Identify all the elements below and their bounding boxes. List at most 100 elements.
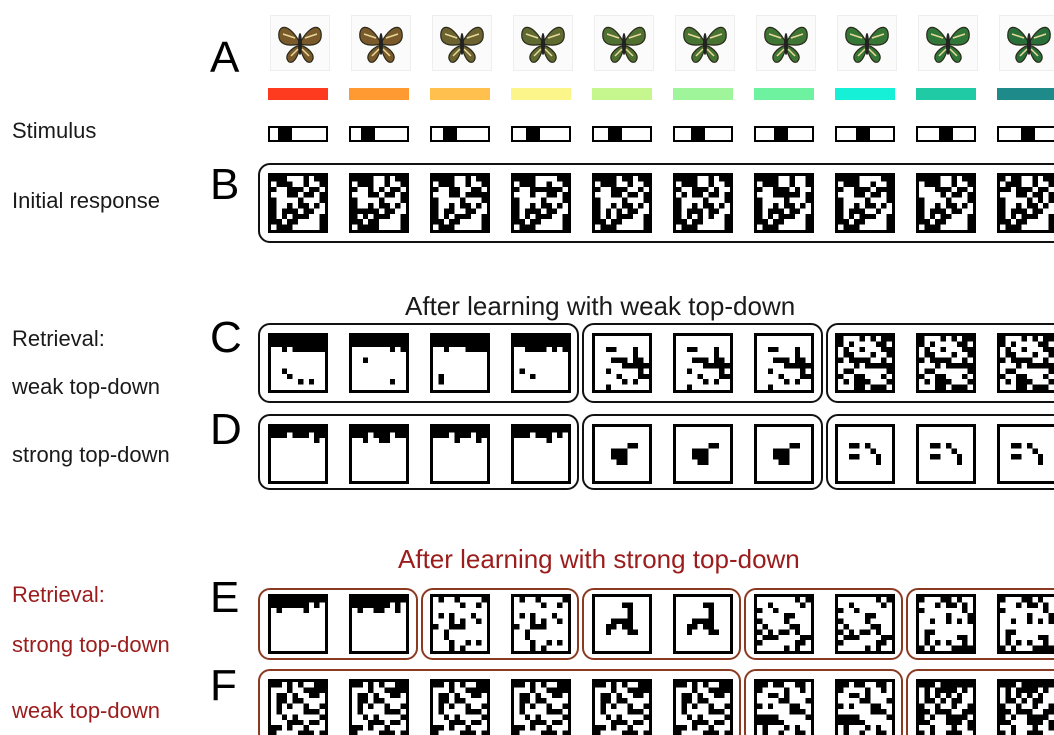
panel-letter-b: B <box>210 160 240 209</box>
stimulus-block <box>278 128 292 140</box>
color-swatch <box>916 88 976 100</box>
activity-pattern-strong-learn-weak <box>916 679 976 735</box>
pattern-group-box <box>258 588 418 660</box>
activity-pattern-strong-learn-weak <box>430 679 490 735</box>
pattern-group-box <box>258 163 1054 243</box>
stimulus-bar <box>592 126 652 142</box>
pattern-group-box <box>258 323 579 403</box>
pattern-group-box <box>582 323 823 403</box>
heading-weak-learning: After learning with weak top-down <box>405 291 796 321</box>
label-retrieval-1: Retrieval: <box>12 326 105 351</box>
activity-pattern-strong-learn-weak <box>673 679 733 735</box>
activity-pattern-strong-learn-strong <box>349 594 409 654</box>
stimulus-block <box>1021 128 1036 140</box>
activity-pattern-strong-learn-weak <box>835 679 895 735</box>
activity-pattern-strong-retrieval <box>754 424 814 484</box>
stimulus-block <box>773 128 788 140</box>
butterfly-image <box>999 15 1054 71</box>
pattern-group-box <box>744 669 903 735</box>
activity-pattern-initial <box>997 173 1054 233</box>
activity-pattern-initial <box>835 173 895 233</box>
activity-pattern-strong-retrieval <box>268 424 328 484</box>
activity-pattern-strong-learn-strong <box>916 594 976 654</box>
stimulus-block <box>608 128 623 140</box>
activity-pattern-strong-learn-weak <box>268 679 328 735</box>
activity-pattern-initial <box>673 173 733 233</box>
butterfly-image <box>918 15 978 71</box>
activity-pattern-strong-learn-strong <box>592 594 652 654</box>
activity-pattern-strong-learn-weak <box>349 679 409 735</box>
pattern-group-box <box>258 669 741 735</box>
activity-pattern-strong-learn-weak <box>592 679 652 735</box>
label-retrieval-2: Retrieval: <box>12 582 105 607</box>
stimulus-bar <box>916 126 976 142</box>
activity-pattern-weak-retrieval <box>268 333 328 393</box>
activity-pattern-initial <box>754 173 814 233</box>
color-swatch <box>430 88 490 100</box>
label-stimulus: Stimulus <box>12 118 97 143</box>
pattern-group-box <box>906 669 1054 735</box>
activity-pattern-strong-retrieval <box>673 424 733 484</box>
pattern-group-box <box>826 323 1054 403</box>
activity-pattern-initial <box>349 173 409 233</box>
label-weak-topdown-2: weak top-down <box>12 698 160 723</box>
activity-pattern-strong-learn-strong <box>997 594 1054 654</box>
panel-letter-f: F <box>210 661 237 710</box>
activity-pattern-strong-learn-strong <box>835 594 895 654</box>
butterfly-image <box>513 15 573 71</box>
color-swatch <box>754 88 814 100</box>
stimulus-block <box>856 128 871 140</box>
butterfly-image <box>270 15 330 71</box>
pattern-group-box <box>258 414 579 490</box>
activity-pattern-weak-retrieval <box>511 333 571 393</box>
stimulus-bar <box>997 126 1054 142</box>
color-swatch <box>268 88 328 100</box>
stimulus-block <box>691 128 705 140</box>
activity-pattern-strong-retrieval <box>835 424 895 484</box>
stimulus-bar <box>430 126 490 142</box>
activity-pattern-initial <box>916 173 976 233</box>
pattern-group-box <box>582 414 823 490</box>
activity-pattern-strong-retrieval <box>592 424 652 484</box>
label-initial-response: Initial response <box>12 188 160 213</box>
color-swatch <box>997 88 1054 100</box>
activity-pattern-initial <box>592 173 652 233</box>
butterfly-image <box>432 15 492 71</box>
butterfly-image <box>756 15 816 71</box>
stimulus-bar <box>511 126 571 142</box>
activity-pattern-weak-retrieval <box>673 333 733 393</box>
pattern-group-box <box>744 588 903 660</box>
activity-pattern-strong-retrieval <box>916 424 976 484</box>
pattern-group-box <box>826 414 1054 490</box>
activity-pattern-strong-learn-weak <box>997 679 1054 735</box>
stimulus-block <box>443 128 458 140</box>
panel-letter-c: C <box>210 313 242 362</box>
stimulus-bar <box>673 126 733 142</box>
stimulus-block <box>938 128 953 140</box>
activity-pattern-initial <box>430 173 490 233</box>
color-swatch <box>835 88 895 100</box>
activity-pattern-strong-retrieval <box>997 424 1054 484</box>
color-swatch <box>592 88 652 100</box>
pattern-group-box <box>421 588 579 660</box>
activity-pattern-strong-retrieval <box>349 424 409 484</box>
stimulus-bar <box>268 126 328 142</box>
panel-letter-a: A <box>210 33 240 82</box>
pattern-group-box <box>906 588 1054 660</box>
butterfly-image <box>594 15 654 71</box>
activity-pattern-strong-learn-strong <box>511 594 571 654</box>
activity-pattern-strong-learn-strong <box>754 594 814 654</box>
activity-pattern-initial <box>268 173 328 233</box>
color-swatch <box>349 88 409 100</box>
stimulus-bar <box>349 126 409 142</box>
heading-strong-learning: After learning with strong top-down <box>398 544 800 574</box>
activity-pattern-strong-retrieval <box>430 424 490 484</box>
label-strong-topdown-2: strong top-down <box>12 632 170 657</box>
color-swatch <box>511 88 571 100</box>
butterfly-image <box>675 15 735 71</box>
activity-pattern-weak-retrieval <box>349 333 409 393</box>
activity-pattern-weak-retrieval <box>430 333 490 393</box>
stimulus-bar <box>835 126 895 142</box>
activity-pattern-weak-retrieval <box>916 333 976 393</box>
